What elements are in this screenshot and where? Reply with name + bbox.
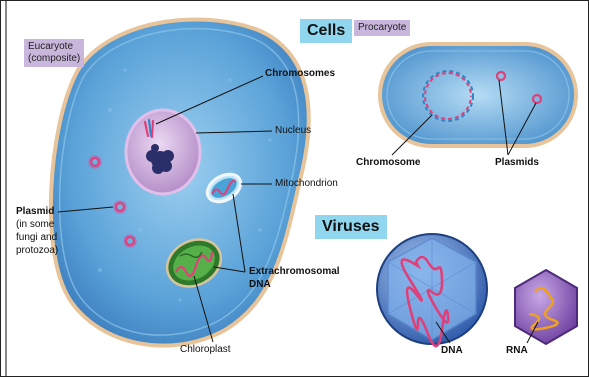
- eucaryote-tag-line2: (composite): [28, 53, 80, 65]
- nucleus: [126, 110, 200, 194]
- procaryote-cell: [380, 44, 576, 146]
- dna-label: DNA: [441, 345, 463, 357]
- chromosomes-label: Chromosomes: [265, 68, 335, 80]
- nucleus-label: Nucleus: [275, 125, 311, 137]
- plasmid-label: Plasmid: [16, 206, 54, 218]
- plasmid-note-line3: protozoa): [16, 245, 58, 257]
- eucaryote-tag: Eucaryote (composite): [24, 39, 84, 67]
- extrachromosomal-label-line1: Extrachromosomal: [249, 266, 340, 278]
- eucaryote-tag-line1: Eucaryote: [28, 41, 80, 53]
- viruses-title: Viruses: [315, 215, 387, 239]
- chloroplast-label: Chloroplast: [180, 344, 231, 356]
- extrachromosomal-label-line2: DNA: [249, 279, 271, 291]
- plasmid-note-line1: (in some: [16, 219, 54, 231]
- plasmid-note-line2: fungi and: [16, 232, 57, 244]
- rna-label: RNA: [506, 345, 528, 357]
- rna-virus: [515, 270, 577, 344]
- procaryote-tag: Procaryote: [354, 20, 410, 36]
- mitochondrion-label: Mitochondrion: [275, 178, 338, 190]
- chromosome-label: Chromosome: [356, 157, 420, 169]
- dna-virus: [377, 234, 487, 346]
- plasmids-label: Plasmids: [495, 157, 539, 169]
- cells-title: Cells: [300, 19, 352, 43]
